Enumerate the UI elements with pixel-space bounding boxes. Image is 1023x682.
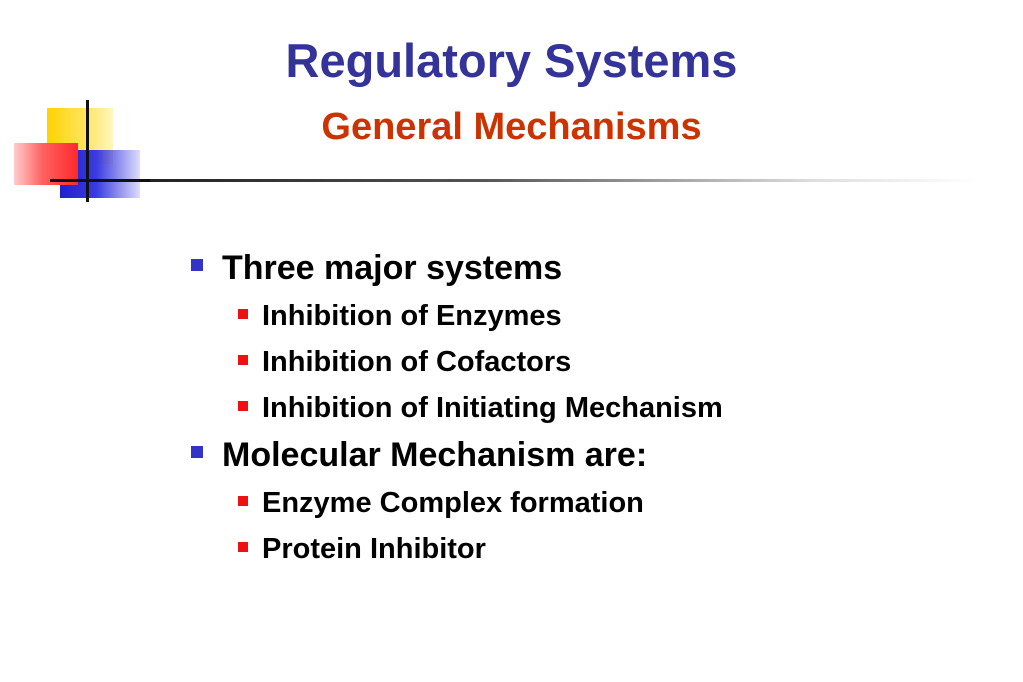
decorative-squares-logo bbox=[0, 0, 160, 220]
sub-bullet-item: Inhibition of Cofactors bbox=[238, 339, 1010, 385]
sub-bullet-text: Inhibition of Enzymes bbox=[262, 300, 562, 332]
slide-title: Regulatory Systems bbox=[285, 34, 738, 87]
logo-red-square bbox=[14, 143, 78, 185]
bullet-item: Three major systems bbox=[190, 246, 1010, 290]
sub-bullet-text: Protein Inhibitor bbox=[262, 533, 486, 565]
blue-square-bullet-icon bbox=[191, 446, 203, 458]
sub-bullet-text: Inhibition of Initiating Mechanism bbox=[262, 392, 723, 424]
red-square-bullet-icon bbox=[238, 542, 248, 552]
logo-horizontal-line bbox=[50, 179, 160, 182]
bullet-text: Three major systems bbox=[222, 249, 563, 287]
bullet-text: Molecular Mechanism are: bbox=[222, 436, 648, 474]
logo-vertical-line bbox=[86, 100, 89, 202]
sub-bullet-text: Inhibition of Cofactors bbox=[262, 346, 572, 378]
title-divider bbox=[150, 179, 980, 182]
bullet-item: Molecular Mechanism are: bbox=[190, 433, 1010, 477]
bullet-list: Three major systems Inhibition of Enzyme… bbox=[190, 246, 1010, 574]
blue-square-bullet-icon bbox=[191, 259, 203, 271]
sub-bullet-item: Inhibition of Enzymes bbox=[238, 293, 1010, 339]
sub-bullet-list: Enzyme Complex formation Protein Inhibit… bbox=[190, 480, 1010, 572]
sub-bullet-list: Inhibition of Enzymes Inhibition of Cofa… bbox=[190, 293, 1010, 431]
sub-bullet-item: Inhibition of Initiating Mechanism bbox=[238, 385, 1010, 431]
slide-subtitle: General Mechanisms bbox=[321, 106, 702, 148]
red-square-bullet-icon bbox=[238, 355, 248, 365]
sub-bullet-item: Enzyme Complex formation bbox=[238, 480, 1010, 526]
red-square-bullet-icon bbox=[238, 309, 248, 319]
red-square-bullet-icon bbox=[238, 401, 248, 411]
red-square-bullet-icon bbox=[238, 496, 248, 506]
sub-bullet-item: Protein Inhibitor bbox=[238, 526, 1010, 572]
sub-bullet-text: Enzyme Complex formation bbox=[262, 487, 644, 519]
